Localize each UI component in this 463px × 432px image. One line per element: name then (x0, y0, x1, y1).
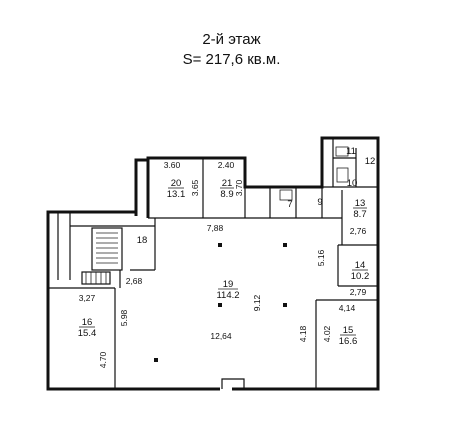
dim-corridor: 2,76 (350, 226, 367, 236)
room-18-number: 18 (137, 235, 148, 246)
dim-hall-left: 5.98 (119, 309, 129, 326)
columns (154, 243, 287, 362)
room-15-number: 15 (343, 325, 354, 336)
room-20-area: 13.1 (167, 189, 186, 200)
dim-room21-depth: 3.70 (234, 179, 244, 196)
room-21-area: 8.9 (220, 189, 233, 200)
dim-room15-depth: 4.02 (322, 325, 332, 342)
dim-hall-depth: 9.12 (252, 294, 262, 311)
dim-room20-width: 3.60 (164, 160, 181, 170)
dim-room16-width: 3,27 (79, 293, 96, 303)
stairs (81, 227, 123, 285)
room-10-number: 10 (347, 178, 358, 189)
dimension-labels: 3.60 2.40 3.65 3.70 7,88 2,76 5.16 2,68 … (79, 160, 367, 368)
floor-label: 2-й этаж (202, 31, 261, 48)
room-labels: 20 13.1 21 8.9 7 9 10 11 12 13 8.7 14 10… (78, 146, 376, 347)
room-19-area: 114.2 (216, 290, 239, 301)
dim-room15-width: 4,14 (339, 303, 356, 313)
room-21-number: 21 (222, 178, 233, 189)
room-20-number: 20 (171, 178, 182, 189)
dim-room20-depth: 3.65 (190, 179, 200, 196)
dim-room21-width: 2.40 (218, 160, 235, 170)
dim-hall-top: 7,88 (207, 223, 224, 233)
outer-walls (46, 136, 380, 391)
dim-wall-right: 4.18 (298, 325, 308, 342)
dim-room14-width: 2,79 (350, 287, 367, 297)
room-14-number: 14 (355, 260, 366, 271)
room-12-number: 12 (365, 156, 376, 167)
room-14-area: 10.2 (351, 271, 370, 282)
room-15-area: 16.6 (339, 336, 358, 347)
dim-hall-right: 5.16 (316, 249, 326, 266)
total-area-label: S= 217,6 кв.м. (182, 51, 281, 68)
room-13-number: 13 (355, 198, 366, 209)
interior-walls (48, 138, 378, 389)
dim-hall-bottom: 12,64 (210, 331, 232, 341)
room-7-number: 7 (287, 199, 292, 210)
room-16-number: 16 (82, 317, 93, 328)
dim-room16-depth: 4.70 (98, 351, 108, 368)
plan-header: 2-й этаж S= 217,6 кв.м. (0, 30, 463, 70)
room-9-number: 9 (317, 197, 322, 208)
room-13-area: 8.7 (353, 209, 366, 220)
room-11-number: 11 (346, 146, 356, 157)
dim-stair-width: 2,68 (126, 276, 143, 286)
room-16-area: 15.4 (78, 328, 97, 339)
room-19-number: 19 (223, 279, 234, 290)
